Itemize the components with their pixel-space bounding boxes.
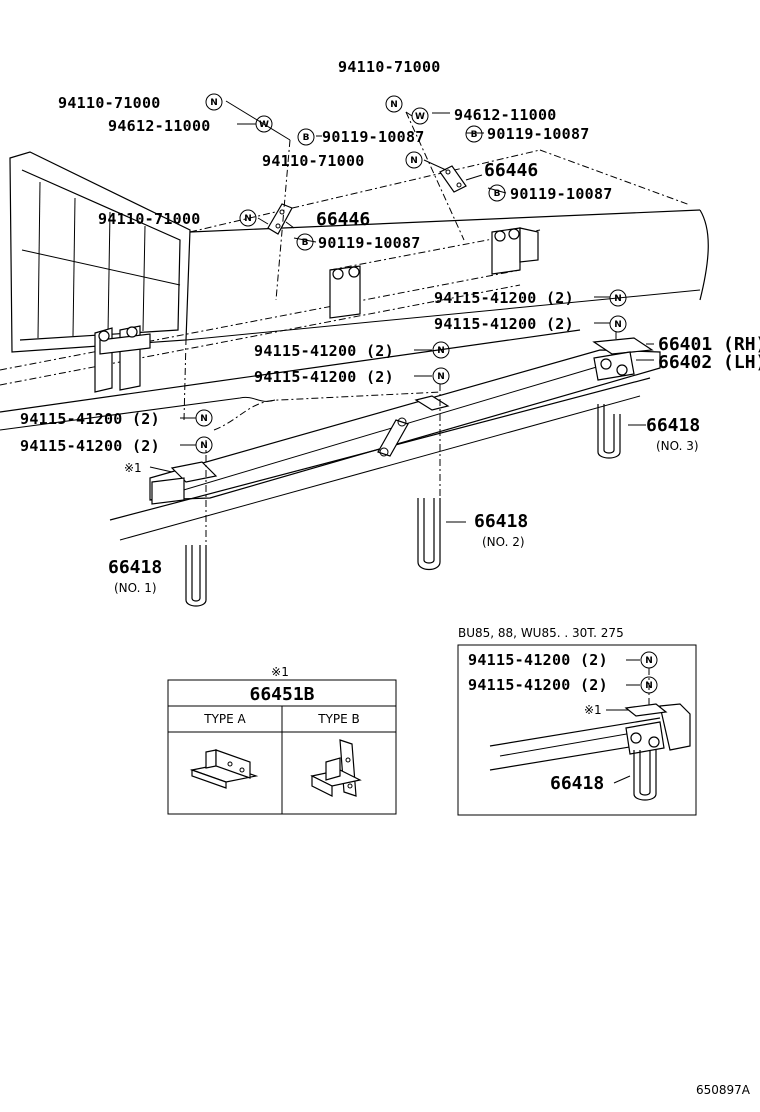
- type-b-bracket-drawing: [310, 739, 362, 797]
- label-bolt-a: 90119-10087: [322, 128, 425, 146]
- spring-seats: [151, 337, 654, 505]
- label-left-nut: 94110-71000: [58, 94, 161, 112]
- bolt-symbol: B: [296, 233, 314, 251]
- u-bolts: [185, 404, 621, 607]
- svg-text:B: B: [303, 133, 310, 143]
- label-mid-nut: 94110-71000: [262, 152, 365, 170]
- bolt-symbol: B: [465, 125, 483, 143]
- label-front-nut-1: 94115-41200 (2): [20, 410, 160, 428]
- label-bolt-d: 90119-10087: [318, 234, 421, 252]
- label-top-nut: 94110-71000: [338, 58, 441, 76]
- label-ubolt-1-note: (NO. 1): [114, 581, 157, 595]
- spring-shackle: [377, 419, 409, 457]
- inset-nut-1-label: 94115-41200 (2): [468, 651, 608, 669]
- svg-text:N: N: [200, 441, 208, 451]
- label-bracket-lh: 66402 (LH): [658, 352, 760, 373]
- inset-ref-mark: ※1: [584, 703, 602, 717]
- label-top-washer: 94612-11000: [454, 106, 557, 124]
- svg-text:B: B: [494, 189, 501, 199]
- svg-text:N: N: [244, 214, 252, 224]
- plate-left: [267, 203, 293, 235]
- label-ubolt-1: 66418: [108, 557, 162, 578]
- part-labels: 94110-71000 94612-11000 94110-71000 9461…: [20, 58, 760, 595]
- nut-symbol: N: [195, 409, 213, 427]
- label-left-washer: 94612-11000: [108, 117, 211, 135]
- seat-front: [170, 461, 218, 483]
- svg-text:W: W: [415, 112, 425, 122]
- table-type-a: TYPE A: [203, 712, 246, 726]
- nut-symbol: N: [432, 367, 450, 385]
- frame-rail: [0, 329, 661, 541]
- svg-text:N: N: [645, 656, 653, 666]
- nut-symbol: N: [205, 93, 223, 111]
- label-plate-left: 66446: [316, 209, 370, 230]
- bolt-symbol: B: [297, 128, 315, 146]
- nut-symbol: N: [640, 651, 658, 669]
- leader-lines: [149, 100, 654, 545]
- symbol-circles: N W N W B B N B N B N N N N N N: [195, 93, 627, 454]
- table-ref-mark: ※1: [271, 665, 289, 679]
- label-ref-mark: ※1: [124, 461, 142, 475]
- seat-middle: [414, 395, 450, 411]
- label-rear-nut-2: 94115-41200 (2): [434, 315, 574, 333]
- svg-text:W: W: [259, 120, 269, 130]
- washer-symbol: W: [411, 107, 429, 125]
- label-bolt-c: 90119-10087: [510, 185, 613, 203]
- washer-symbol: W: [255, 115, 273, 133]
- plates-66446: [267, 165, 467, 235]
- type-a-bracket-drawing: [189, 749, 259, 789]
- label-plate-right: 66446: [484, 160, 538, 181]
- inset-nut-2-label: 94115-41200 (2): [468, 676, 608, 694]
- label-bolt-b: 90119-10087: [487, 125, 590, 143]
- bolt-symbol: B: [488, 184, 506, 202]
- label-center-nut-1: 94115-41200 (2): [254, 342, 394, 360]
- bracket-66402: [593, 351, 635, 381]
- svg-text:N: N: [614, 294, 622, 304]
- plate-right: [439, 165, 467, 193]
- truck-bed-outline: [0, 149, 709, 386]
- label-ubolt-3: 66418: [646, 415, 700, 436]
- reference-table: ※1 66451B TYPE A TYPE B: [167, 665, 397, 815]
- label-front-nut-2: 94115-41200 (2): [20, 437, 160, 455]
- svg-text:N: N: [437, 372, 445, 382]
- svg-text:B: B: [471, 130, 478, 140]
- label-ubolt-3-note: (NO. 3): [656, 439, 699, 453]
- nut-symbol: N: [609, 289, 627, 307]
- svg-text:N: N: [437, 346, 445, 356]
- nut-symbol: N: [405, 151, 423, 169]
- nut-symbol: N: [239, 209, 257, 227]
- table-type-b: TYPE B: [317, 712, 360, 726]
- nut-symbol: N: [195, 436, 213, 454]
- bracket-66401: [592, 337, 654, 355]
- nut-symbol: N: [609, 315, 627, 333]
- svg-text:N: N: [210, 98, 218, 108]
- diagram-code: 650897A: [696, 1083, 751, 1097]
- svg-text:N: N: [200, 414, 208, 424]
- block-front: [151, 477, 185, 505]
- label-rear-nut-1: 94115-41200 (2): [434, 289, 574, 307]
- label-bracket-rh: 66401 (RH): [658, 334, 760, 355]
- nut-symbol: N: [385, 95, 403, 113]
- table-part-number: 66451B: [249, 684, 314, 705]
- bed-brackets: [94, 227, 539, 393]
- inset-variant-box: BU85, 88, WU85. . 30T. 275 94115-41200 (…: [457, 626, 697, 816]
- label-lower-nut: 94110-71000: [98, 210, 201, 228]
- svg-text:N: N: [614, 320, 622, 330]
- label-ubolt-2-note: (NO. 2): [482, 535, 525, 549]
- svg-text:B: B: [302, 238, 309, 248]
- label-ubolt-2: 66418: [474, 511, 528, 532]
- inset-title: BU85, 88, WU85. . 30T. 275: [458, 626, 624, 640]
- inset-ubolt-label: 66418: [550, 773, 604, 794]
- nut-symbol: N: [432, 341, 450, 359]
- svg-text:N: N: [410, 156, 418, 166]
- svg-text:N: N: [390, 100, 398, 110]
- label-center-nut-2: 94115-41200 (2): [254, 368, 394, 386]
